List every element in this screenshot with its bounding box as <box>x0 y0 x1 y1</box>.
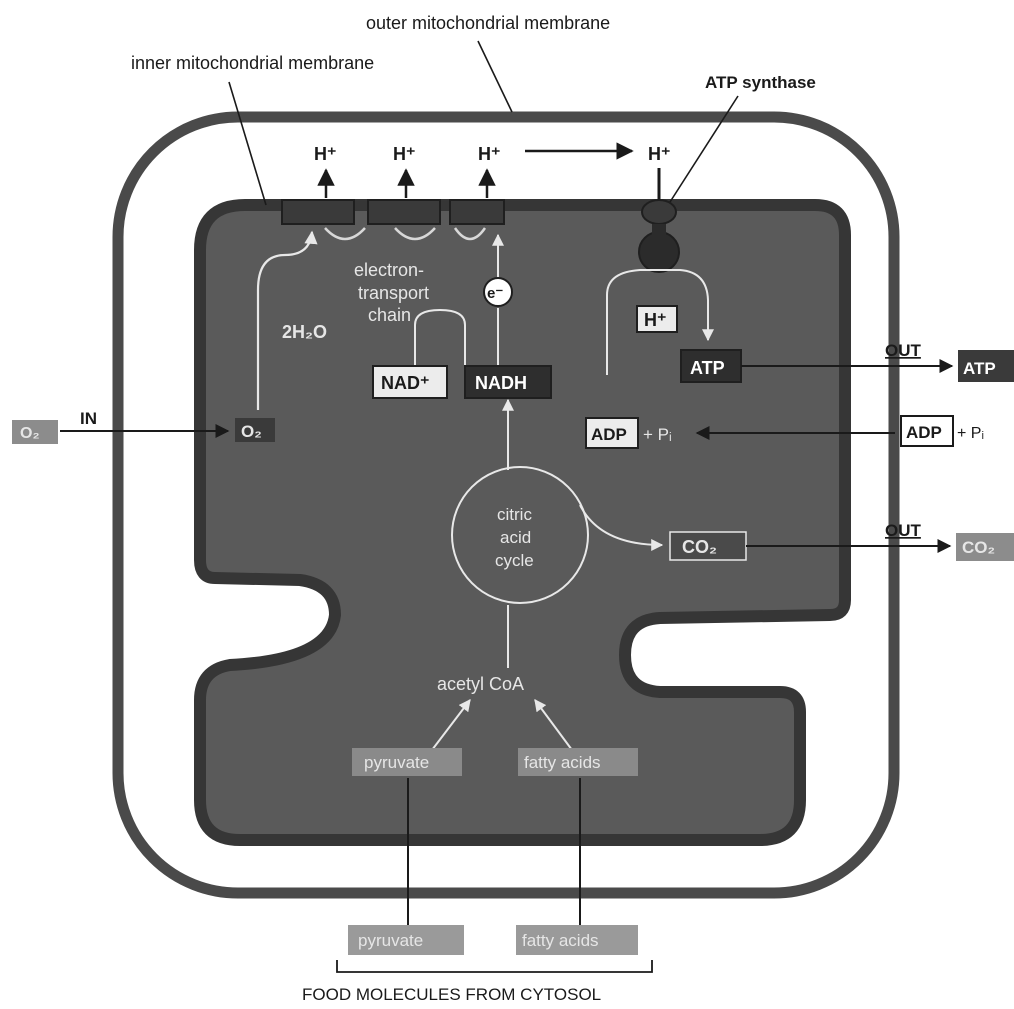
outer-membrane-label: outer mitochondrial membrane <box>366 13 610 33</box>
o2-outer-label: O₂ <box>20 425 40 442</box>
pi-inner-label: + Pᵢ <box>643 425 672 444</box>
h-plus-label-3: H⁺ <box>478 144 501 164</box>
pyruvate-outer-label: pyruvate <box>358 931 423 950</box>
atp-synthase-label: ATP synthase <box>705 73 816 92</box>
pi-outer-label: + Pᵢ <box>957 425 984 442</box>
co2-outer-label: CO₂ <box>962 538 995 557</box>
h-plus-label-2: H⁺ <box>393 144 416 164</box>
atp-inner-label: ATP <box>690 358 725 378</box>
electron-label: e⁻ <box>487 285 503 302</box>
in-label: IN <box>80 409 97 428</box>
nadh-label: NADH <box>475 373 527 393</box>
water-label: 2H₂O <box>282 322 327 342</box>
fatty-acids-outer-label: fatty acids <box>522 931 599 950</box>
o2-inner-label: O₂ <box>241 422 262 441</box>
citric-acid-cycle-label: citric acid cycle <box>495 505 537 570</box>
acetyl-coa-label: acetyl CoA <box>437 674 524 694</box>
co2-inner-label: CO₂ <box>682 537 717 557</box>
atp-outer-label: ATP <box>963 359 996 378</box>
food-molecules-label: FOOD MOLECULES FROM CYTOSOL <box>302 985 601 1004</box>
inner-membrane-label: inner mitochondrial membrane <box>131 53 374 73</box>
h-plus-label-4: H⁺ <box>648 144 671 164</box>
adp-outer-label: ADP <box>906 423 942 442</box>
pyruvate-inner-label: pyruvate <box>364 753 429 772</box>
fatty-acids-inner-label: fatty acids <box>524 753 601 772</box>
co2-out-label: OUT <box>885 521 922 540</box>
adp-inner-label: ADP <box>591 425 627 444</box>
h-plus-label-1: H⁺ <box>314 144 337 164</box>
h-plus-inner-label: H⁺ <box>644 310 667 330</box>
nad-plus-label: NAD⁺ <box>381 373 430 393</box>
food-bracket <box>337 960 652 972</box>
atp-out-label: OUT <box>885 341 922 360</box>
